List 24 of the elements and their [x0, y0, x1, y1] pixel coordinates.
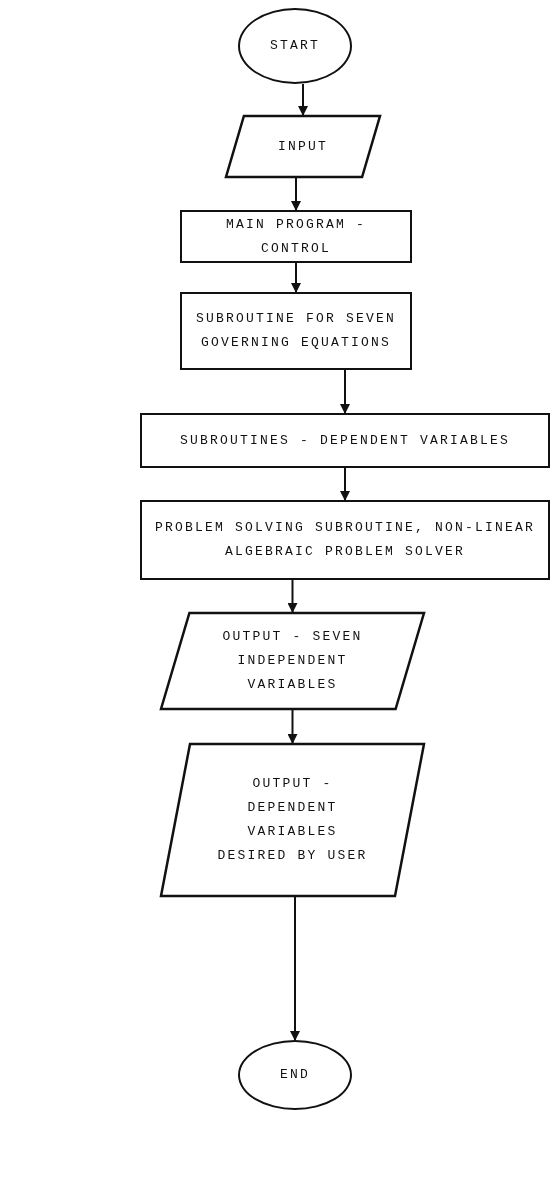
- node-label: END: [279, 1066, 311, 1084]
- node-label: OUTPUT - SEVEN INDEPENDENT VARIABLES: [221, 628, 364, 694]
- node-label: PROBLEM SOLVING SUBROUTINE, NON-LINEAR ALGEBRAIC PROBLEM SOLVER: [153, 519, 537, 561]
- node-label: OUTPUT - DEPENDENT VARIABLES DESIRED BY USER: [216, 775, 369, 865]
- process-box: [180, 292, 412, 370]
- arrow: [298, 83, 308, 116]
- node-label: INPUT: [277, 137, 329, 156]
- output-parallelogram: [160, 743, 425, 897]
- arrow: [340, 467, 350, 501]
- process-box: [140, 413, 550, 468]
- node-label: SUBROUTINE FOR SEVEN GOVERNING EQUATIONS: [195, 310, 397, 352]
- arrow: [291, 262, 301, 293]
- process-box: [140, 500, 550, 580]
- arrow: [291, 177, 301, 211]
- arrow: [287, 709, 298, 744]
- node-label: MAIN PROGRAM - CONTROL: [225, 215, 367, 258]
- output-parallelogram: [160, 612, 425, 710]
- arrow: [287, 579, 298, 613]
- node-label: SUBROUTINES - DEPENDENT VARIABLES: [178, 431, 511, 450]
- arrow: [340, 369, 350, 414]
- process-box: [180, 210, 412, 263]
- arrow: [290, 896, 300, 1041]
- node-label: START: [269, 37, 321, 55]
- input-parallelogram: [225, 115, 381, 178]
